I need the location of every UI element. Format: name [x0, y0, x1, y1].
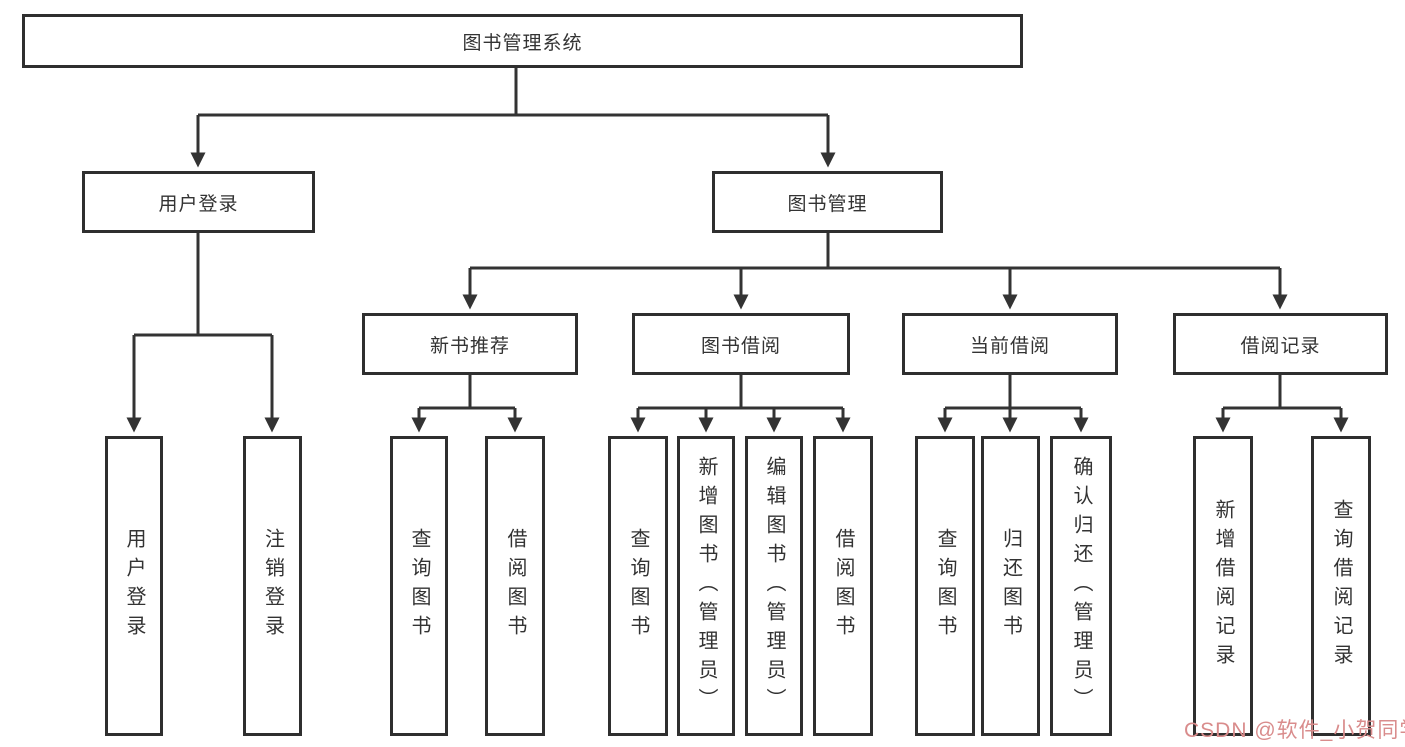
connector-user-login-to-leaves	[126, 233, 280, 433]
node-leaf-add-books-admin: 新增图书（管理员）	[677, 436, 735, 736]
node-user-login: 用户登录	[82, 171, 315, 233]
watermark: CSDN @软件_小贺同学	[1184, 719, 1405, 742]
node-leaf-query-books-borrow: 查询图书	[608, 436, 668, 736]
node-leaf-edit-books-admin: 编辑图书（管理员）	[745, 436, 803, 736]
node-leaf-query-books-recommend: 查询图书	[390, 436, 448, 736]
node-root-system: 图书管理系统	[22, 14, 1023, 68]
node-leaf-query-books-current: 查询图书	[915, 436, 975, 736]
node-book-borrow: 图书借阅	[632, 313, 850, 375]
connector-root-to-level2	[190, 68, 836, 168]
node-leaf-borrow-books: 借阅图书	[813, 436, 873, 736]
node-leaf-add-borrow-record: 新增借阅记录	[1193, 436, 1253, 736]
connector-borrow-records-to-leaves	[1215, 375, 1349, 433]
node-current-borrow: 当前借阅	[902, 313, 1118, 375]
node-new-book-recommend: 新书推荐	[362, 313, 578, 375]
connector-book-management-to-level3	[462, 233, 1288, 310]
node-leaf-confirm-return-admin: 确认归还（管理员）	[1050, 436, 1112, 736]
node-leaf-borrow-books-recommend: 借阅图书	[485, 436, 545, 736]
node-leaf-return-books: 归还图书	[981, 436, 1040, 736]
node-leaf-user-login: 用户登录	[105, 436, 163, 736]
connector-book-borrow-to-leaves	[630, 375, 851, 433]
node-leaf-logout: 注销登录	[243, 436, 302, 736]
node-leaf-query-borrow-record: 查询借阅记录	[1311, 436, 1371, 736]
connector-new-book-recommend-to-leaves	[411, 375, 523, 433]
node-borrow-records: 借阅记录	[1173, 313, 1388, 375]
node-book-management: 图书管理	[712, 171, 943, 233]
connector-current-borrow-to-leaves	[937, 375, 1089, 433]
